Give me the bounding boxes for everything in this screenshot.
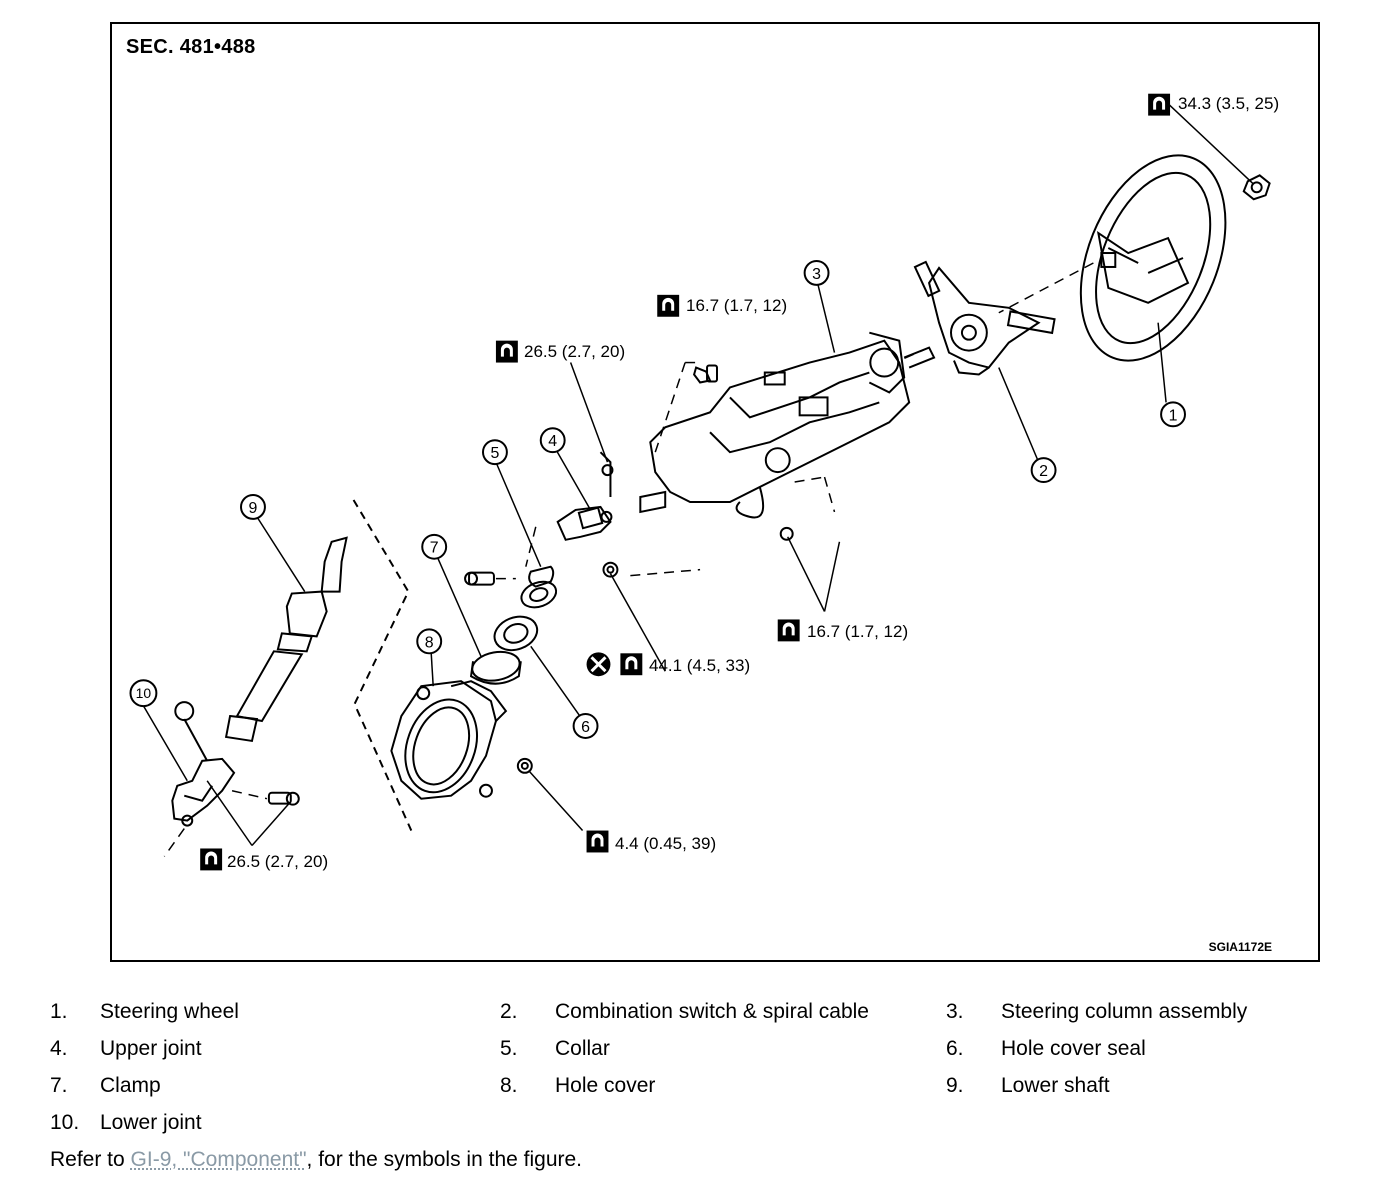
legend-item-7: 7.Clamp — [50, 1074, 161, 1097]
torque-hole-cover-nut: 4.4 (0.45, 39) — [615, 834, 717, 853]
exploded-diagram: 1 2 3 4 5 6 7 8 9 10 SEC. 481•488 SG — [110, 22, 1320, 962]
callout-circles — [129, 259, 1186, 739]
callout-10: 10 — [136, 685, 152, 701]
torque-symbols — [200, 93, 1171, 871]
legend-item-6: 6.Hole cover seal — [946, 1037, 1146, 1060]
callout-7: 7 — [430, 540, 439, 557]
legend-item-9: 9.Lower shaft — [946, 1074, 1110, 1097]
torque-upper-joint-bolt: 26.5 (2.7, 20) — [524, 342, 626, 361]
combination-switch-part — [913, 260, 1056, 376]
hole-cover-part — [390, 680, 533, 800]
steering-column-part — [639, 331, 936, 541]
do-not-reuse-icon — [586, 652, 611, 677]
upper-joint-part — [556, 451, 614, 541]
figure-code: SGIA1172E — [1208, 940, 1272, 954]
dashed-routing-line — [352, 499, 413, 831]
torque-collar-nut: 44.1 (4.5, 33) — [649, 656, 751, 675]
steering-wheel-part — [1079, 154, 1271, 362]
lower-joint-part — [171, 701, 300, 827]
legend-item-2: 2.Combination switch & spiral cable — [500, 1000, 869, 1023]
footer-note: Refer to GI-9, "Component", for the symb… — [50, 1148, 583, 1171]
callout-numbers: 1 2 3 4 5 6 7 8 9 10 — [136, 266, 1178, 736]
legend-item-4: 4.Upper joint — [50, 1037, 202, 1060]
callout-5: 5 — [491, 445, 500, 462]
callout-2: 2 — [1039, 463, 1048, 480]
assembly-lines — [163, 262, 1094, 857]
leader-lines — [141, 103, 1254, 846]
legend-item-3: 3.Steering column assembly — [946, 1000, 1248, 1023]
callout-9: 9 — [249, 500, 258, 517]
legend-item-10: 10.Lower joint — [50, 1111, 202, 1134]
section-title: SEC. 481•488 — [126, 36, 256, 58]
component-reference-link[interactable]: GI-9, "Component" — [130, 1148, 307, 1171]
torque-lower-joint-bolts: 26.5 (2.7, 20) — [227, 852, 329, 871]
torque-steering-wheel-nut: 34.3 (3.5, 25) — [1178, 94, 1280, 113]
torque-column-lower-nuts: 16.7 (1.7, 12) — [807, 622, 909, 641]
legend-item-1: 1.Steering wheel — [50, 1000, 239, 1023]
callout-6: 6 — [581, 719, 590, 736]
callout-4: 4 — [548, 433, 557, 450]
callout-8: 8 — [425, 634, 434, 651]
clamp-part — [469, 650, 522, 685]
lower-shaft-part — [224, 536, 348, 743]
legend-item-8: 8.Hole cover — [500, 1074, 656, 1097]
callout-1: 1 — [1169, 407, 1178, 424]
collar-part — [464, 561, 619, 609]
torque-column-upper-bolt: 16.7 (1.7, 12) — [686, 296, 788, 315]
hole-cover-seal-part — [493, 615, 539, 652]
diagram-drawing: 1 2 3 4 5 6 7 8 9 10 — [129, 93, 1271, 871]
legend-item-5: 5.Collar — [500, 1037, 610, 1060]
callout-3: 3 — [812, 266, 821, 283]
